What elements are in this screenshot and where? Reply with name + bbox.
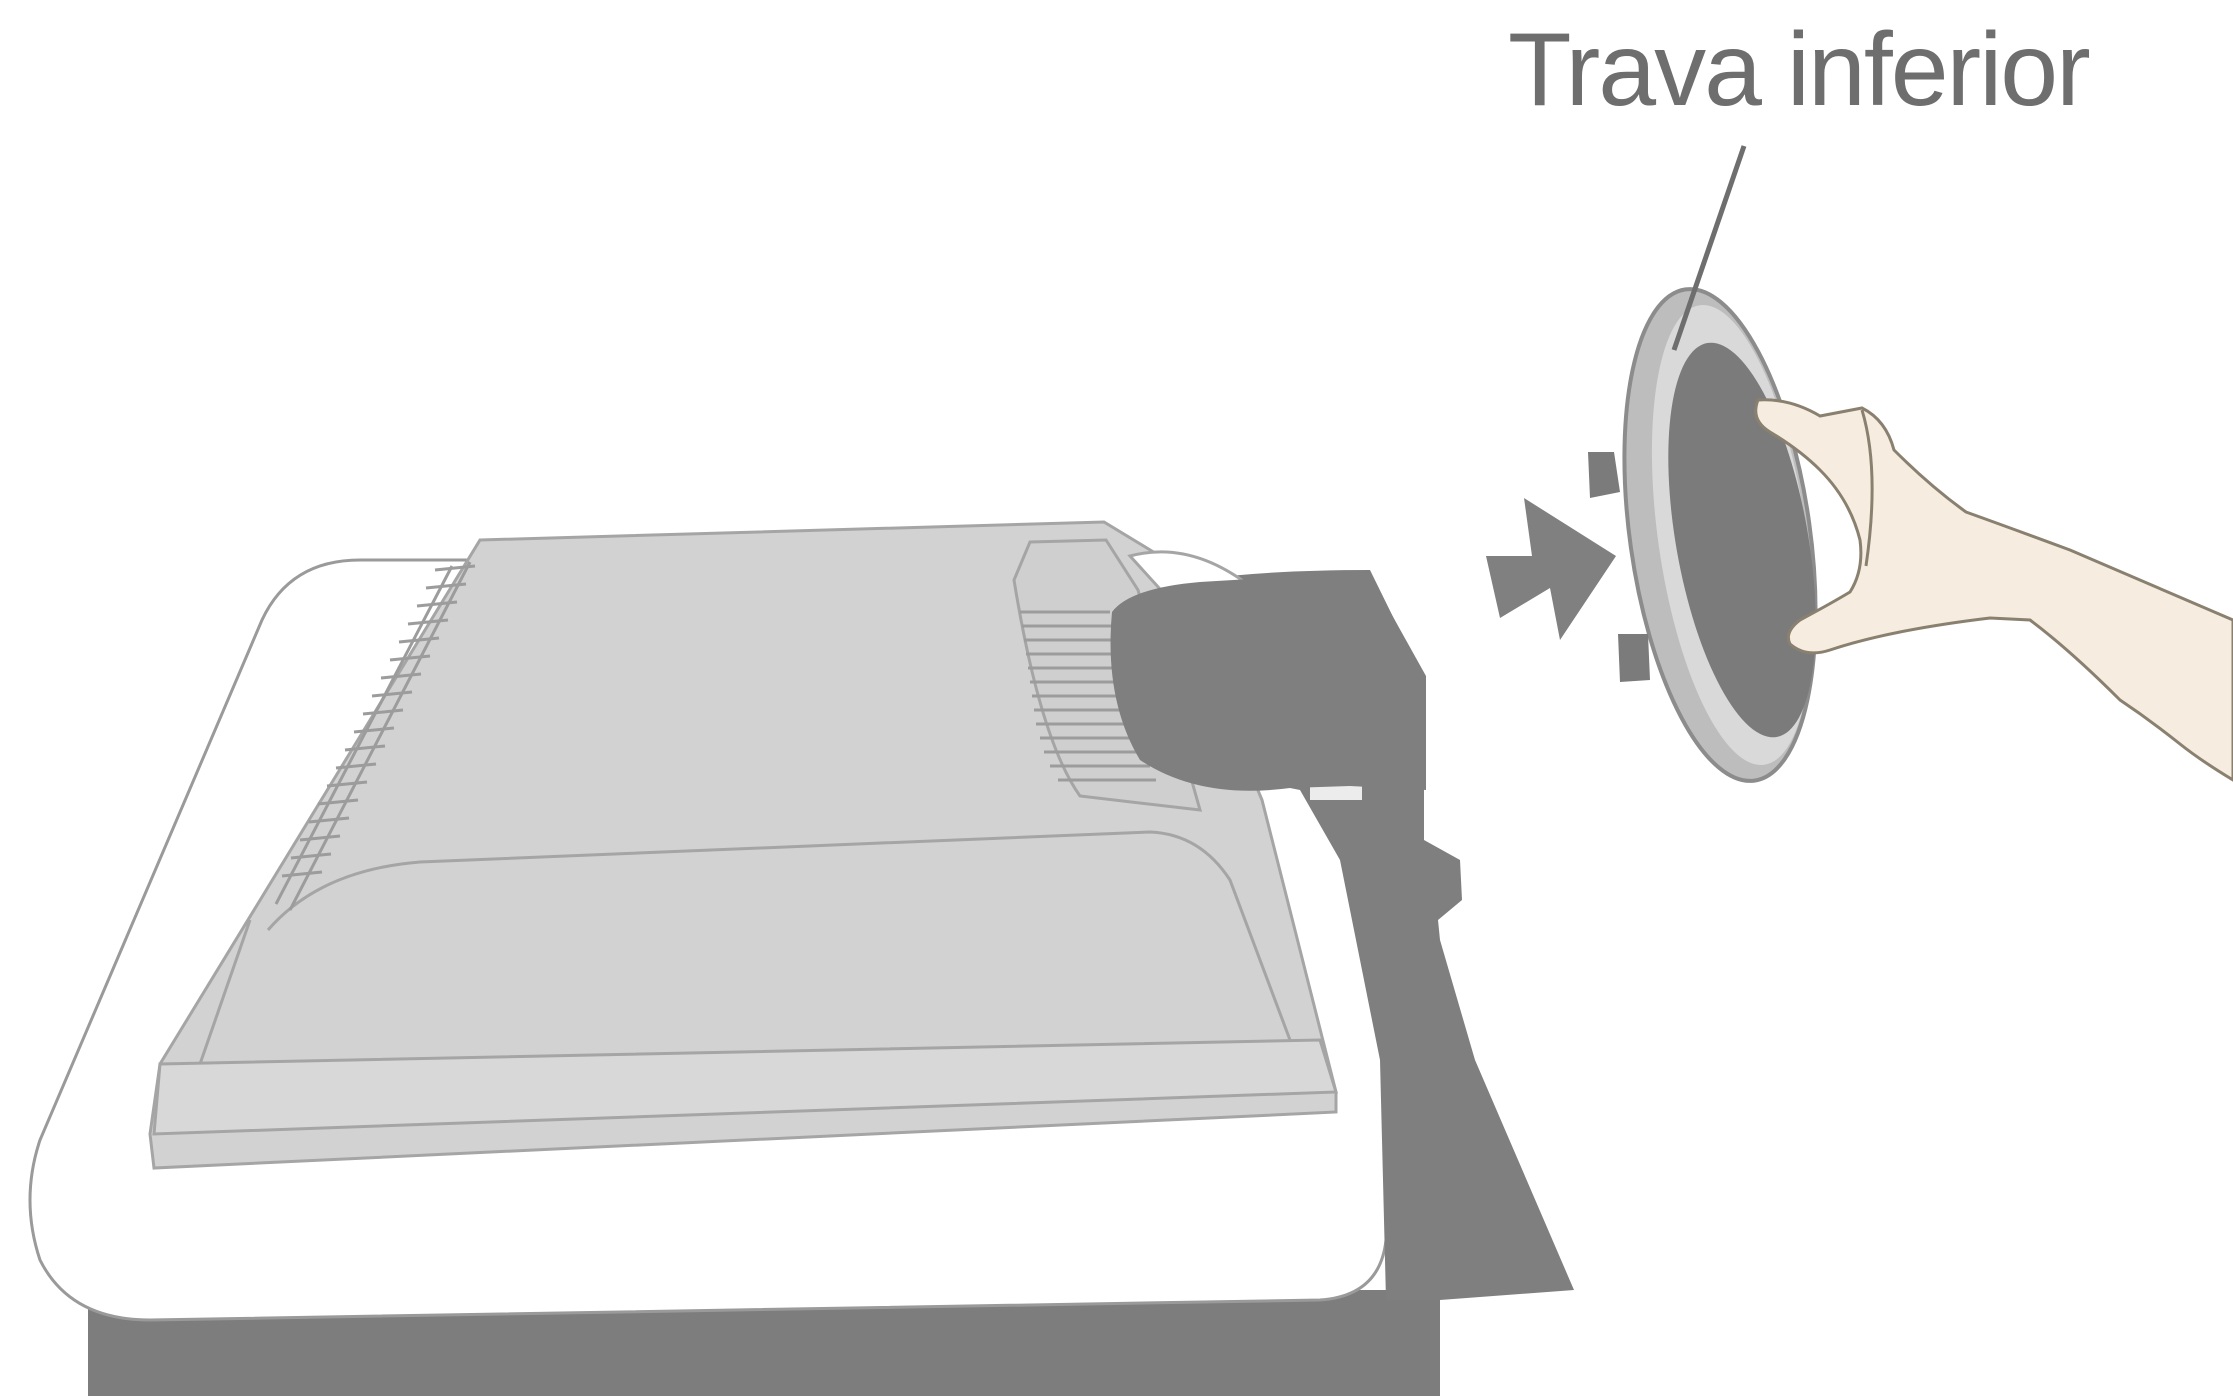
stand-base-icon	[1588, 277, 1844, 793]
hand-icon	[1756, 400, 2233, 780]
callout-label: Trava inferior	[1508, 18, 2089, 122]
stand-neck-highlight	[1310, 786, 1362, 800]
insert-direction-arrow-icon	[1486, 498, 1616, 640]
stand-hinge-block	[1111, 572, 1426, 791]
